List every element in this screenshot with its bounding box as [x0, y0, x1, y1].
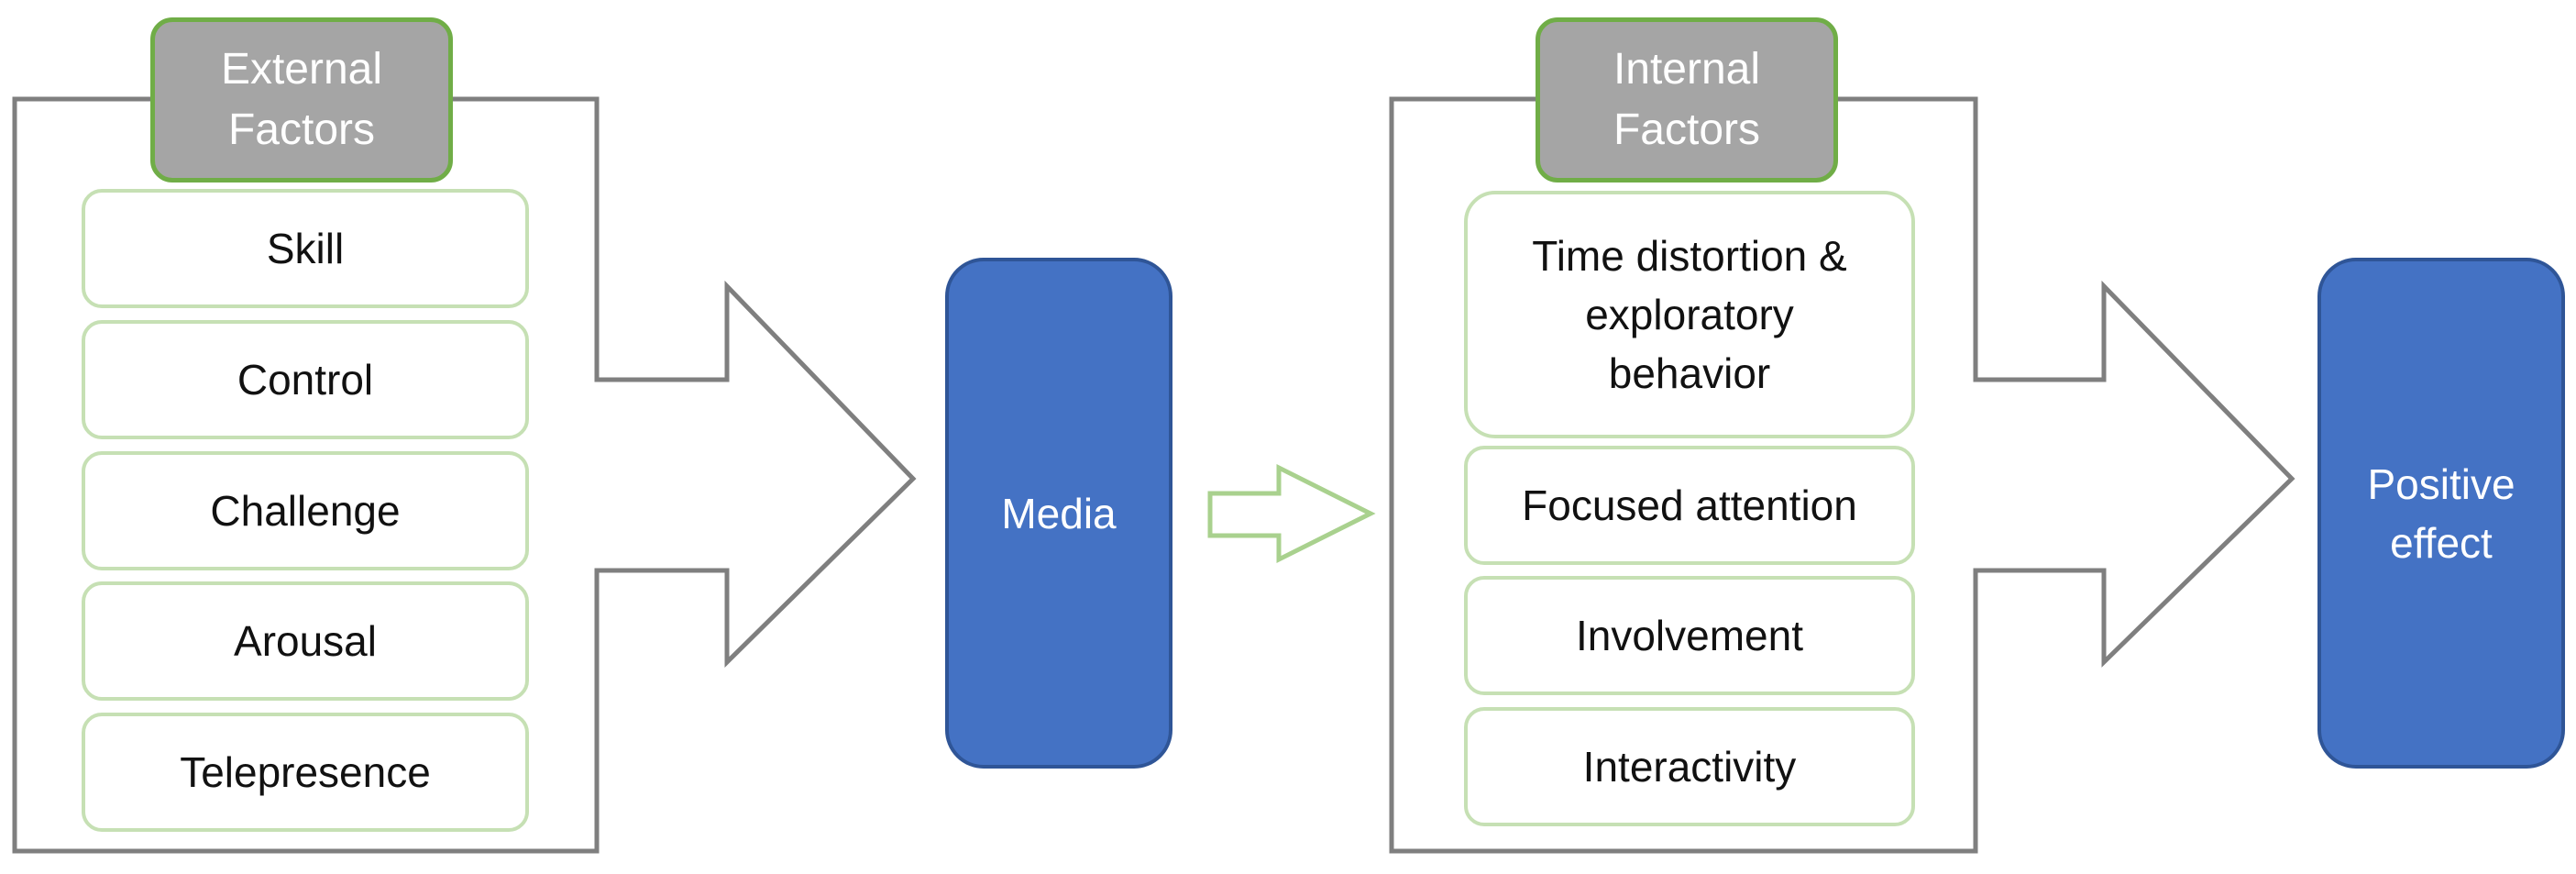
internal-factors-header: Internal Factors — [1536, 17, 1838, 183]
internal-factors-block-arrow — [1389, 96, 2295, 854]
external-factor-skill: Skill — [82, 189, 529, 308]
external-factor-challenge: Challenge — [82, 451, 529, 570]
media-box: Media — [945, 258, 1172, 769]
positive-effect-box: Positive effect — [2317, 258, 2565, 769]
external-factors-block-arrow — [12, 96, 917, 854]
external-factor-control: Control — [82, 320, 529, 439]
external-factors-header: External Factors — [150, 17, 453, 183]
internal-factor-involvement: Involvement — [1464, 576, 1915, 695]
external-factor-arousal: Arousal — [82, 581, 529, 701]
internal-factor-time-distortion: Time distortion & exploratory behavior — [1464, 191, 1915, 438]
internal-factor-focused-attention: Focused attention — [1464, 446, 1915, 565]
media-to-internal-arrow — [1207, 463, 1376, 564]
external-factor-telepresence: Telepresence — [82, 713, 529, 832]
internal-factor-interactivity: Interactivity — [1464, 707, 1915, 826]
